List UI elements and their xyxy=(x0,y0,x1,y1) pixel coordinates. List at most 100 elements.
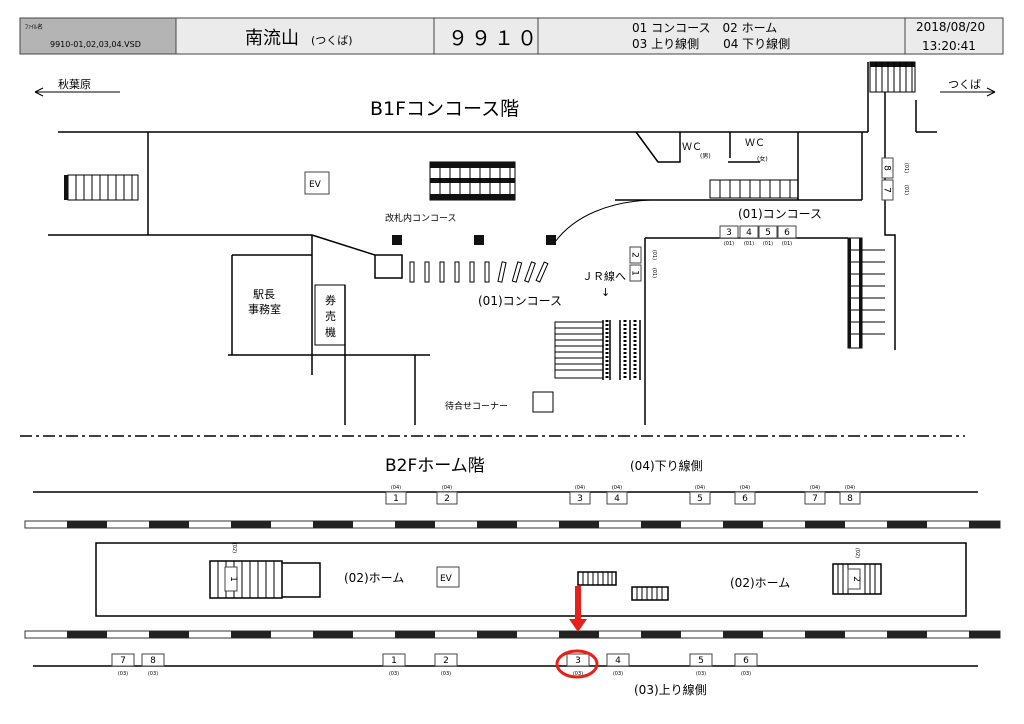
wc-women-sub: (女) xyxy=(757,155,768,163)
tactile-paving xyxy=(723,631,763,638)
ticket-gate xyxy=(535,261,549,283)
door-tag: (04) xyxy=(695,485,705,491)
ticket-gate xyxy=(454,261,460,283)
gate-area-label: 改札内コンコース xyxy=(385,212,457,224)
door-tag: (03) xyxy=(148,671,158,677)
tactile-paving xyxy=(969,631,1000,638)
door-number: 7 xyxy=(120,656,126,666)
door-tag: (04) xyxy=(442,485,452,491)
door-tag: (03) xyxy=(741,671,751,677)
door-tag: (01) xyxy=(651,250,657,260)
ticket-gate xyxy=(484,261,490,283)
tactile-paving xyxy=(641,631,681,638)
door-tag: (03) xyxy=(613,671,623,677)
tactile-paving xyxy=(67,521,107,528)
file-label: ﾌｧｲﾙ名 xyxy=(25,23,43,31)
door-marker: 7(01) xyxy=(881,179,909,201)
legend-line-1: 01 コンコース 02 ホーム xyxy=(632,21,777,35)
door-number: 6 xyxy=(742,494,748,504)
ticket-machine: 券 売 機 xyxy=(314,284,346,346)
direction-right: つくば xyxy=(940,78,996,97)
door-marker: 2(03) xyxy=(434,653,458,677)
door-tag: (04) xyxy=(810,485,820,491)
tactile-paving xyxy=(805,631,845,638)
door-marker: 4(04) xyxy=(606,485,628,505)
stairs-jr xyxy=(554,320,641,380)
ticket-gate xyxy=(439,261,445,283)
ticket-machine-char: 券 xyxy=(325,293,336,307)
stairs-platform-2: 2 (02) xyxy=(832,548,882,595)
stairs-wc xyxy=(709,179,799,199)
ev-label: EV xyxy=(309,180,322,190)
door-marker: 6 (01) xyxy=(777,225,797,247)
door-tag: (03) xyxy=(441,671,451,677)
tactile-paving xyxy=(559,521,599,528)
escalator-top-right xyxy=(869,61,916,93)
b1f-concourse: 秋葉原 つくば B1Fコンコース階 EV xyxy=(34,61,996,425)
stair-number: 2 xyxy=(851,576,861,582)
door-number: 7 xyxy=(812,494,818,504)
stairs-platform-center xyxy=(577,571,669,601)
legend-line-2: 03 上り線側 04 下り線側 xyxy=(632,36,790,51)
tactile-paving xyxy=(313,521,353,528)
tactile-paving xyxy=(231,631,271,638)
up-side-label: (03)上り線側 xyxy=(634,682,707,697)
door-marker: 6(04) xyxy=(734,485,756,505)
b1f-doors: 3(01)4(01)5(01)6(01)2(01)1(01)8(01)7(01) xyxy=(629,157,909,282)
ticket-gate xyxy=(424,261,430,283)
door-number: 1 xyxy=(393,494,399,504)
door-tag: (01) xyxy=(744,241,754,247)
tactile-paving xyxy=(723,521,763,528)
door-tag: (01) xyxy=(782,241,792,247)
tactile-paving xyxy=(313,631,353,638)
door-tag: (04) xyxy=(845,485,855,491)
ticket-gate xyxy=(511,261,523,283)
tactile-paving xyxy=(559,631,599,638)
door-number: 6 xyxy=(784,228,790,238)
door-tag: (01) xyxy=(903,163,909,173)
door-tag: (03) xyxy=(389,671,399,677)
ticket-gate xyxy=(497,261,507,283)
direction-right-label: つくば xyxy=(948,78,981,91)
waiting-corner-label: 待合せコーナー xyxy=(445,400,508,412)
island-platform xyxy=(95,542,967,617)
waiting-corner-box xyxy=(532,391,554,413)
tactile-paving xyxy=(969,521,1000,528)
tactile-paving xyxy=(67,631,107,638)
door-tag: (01) xyxy=(763,241,773,247)
stair-tag: (02) xyxy=(231,543,237,553)
wc-men-sub: (男) xyxy=(700,153,711,160)
station-sub: (つくば) xyxy=(311,34,353,47)
door-marker: 2(04) xyxy=(436,485,458,505)
tactile-paving xyxy=(231,521,271,528)
arrow-left-icon xyxy=(34,87,120,97)
door-tag: (01) xyxy=(651,268,657,278)
tactile-paving xyxy=(395,521,435,528)
door-number: 8 xyxy=(150,656,156,666)
ticket-machine-char: 機 xyxy=(325,325,336,339)
ticket-gates xyxy=(409,261,549,283)
door-marker: 4(01) xyxy=(739,225,759,247)
time: 13:20:41 xyxy=(922,39,976,53)
wc-men-label: ＷＣ xyxy=(682,142,702,153)
door-marker: 5(03) xyxy=(689,653,713,677)
door-marker: 3(03) xyxy=(566,653,590,677)
station-office-label-2: 事務室 xyxy=(248,302,281,316)
tactile-paving xyxy=(641,521,681,528)
door-marker: 8(04) xyxy=(839,485,861,505)
pillar xyxy=(546,235,556,245)
door-number: 4 xyxy=(615,656,621,666)
escalator-center xyxy=(429,161,516,201)
door-number: 1 xyxy=(391,656,397,666)
door-tag: (01) xyxy=(724,241,734,247)
platform-label: (02)ホーム xyxy=(344,571,404,585)
door-number: 3 xyxy=(575,656,581,666)
door-marker: 7 (03) xyxy=(111,653,135,677)
concourse-label-right: (01)コンコース xyxy=(738,207,822,221)
station-office-label: 駅長 xyxy=(253,288,275,301)
down-side-label: (04)下り線側 xyxy=(630,458,703,473)
stairs-left xyxy=(64,174,139,201)
arrow-down-icon xyxy=(569,619,587,632)
door-number: 3 xyxy=(726,228,732,238)
door-tag: (03) xyxy=(118,671,128,677)
